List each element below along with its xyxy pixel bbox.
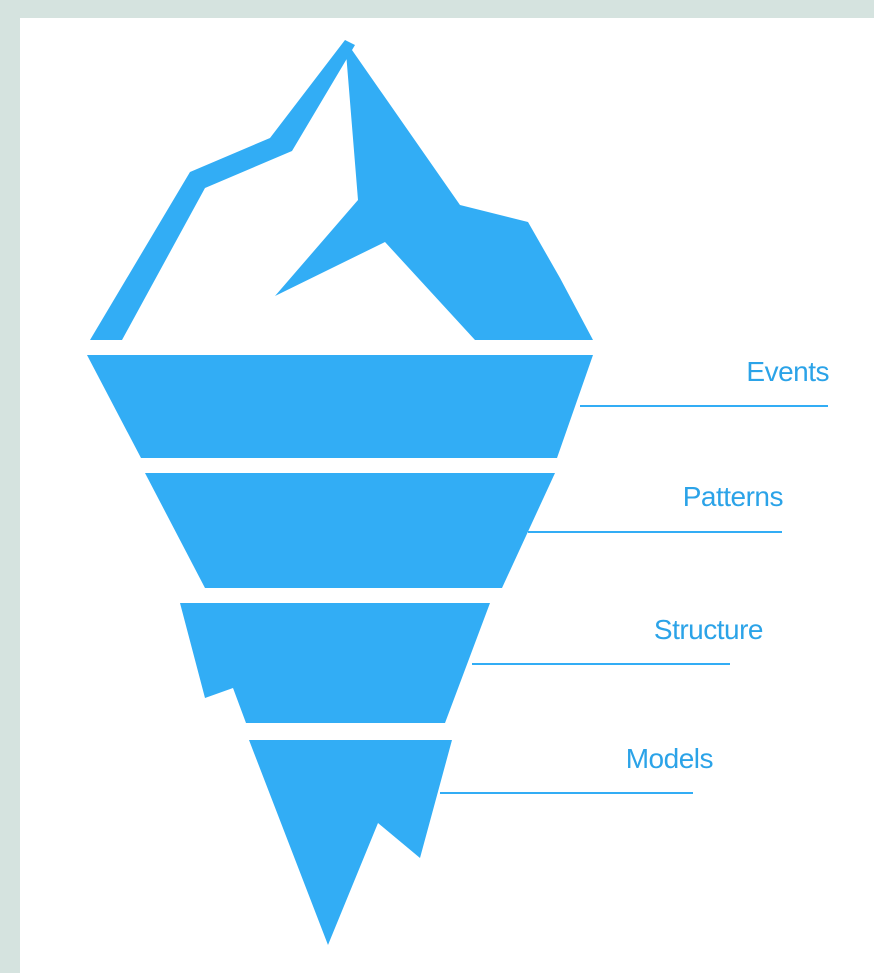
layer-label-events: Events (746, 356, 829, 387)
layer-label-structure: Structure (654, 614, 763, 645)
iceberg-tip (90, 40, 593, 340)
layer-band-patterns (145, 473, 555, 588)
iceberg-tip-outline (90, 40, 355, 340)
layer-band-events (87, 355, 593, 458)
layer-label-models: Models (626, 743, 713, 774)
iceberg-tip-facet (275, 40, 593, 340)
layer-band-models (249, 740, 452, 945)
layer-band-structure (180, 603, 490, 723)
layer-label-patterns: Patterns (683, 481, 783, 512)
